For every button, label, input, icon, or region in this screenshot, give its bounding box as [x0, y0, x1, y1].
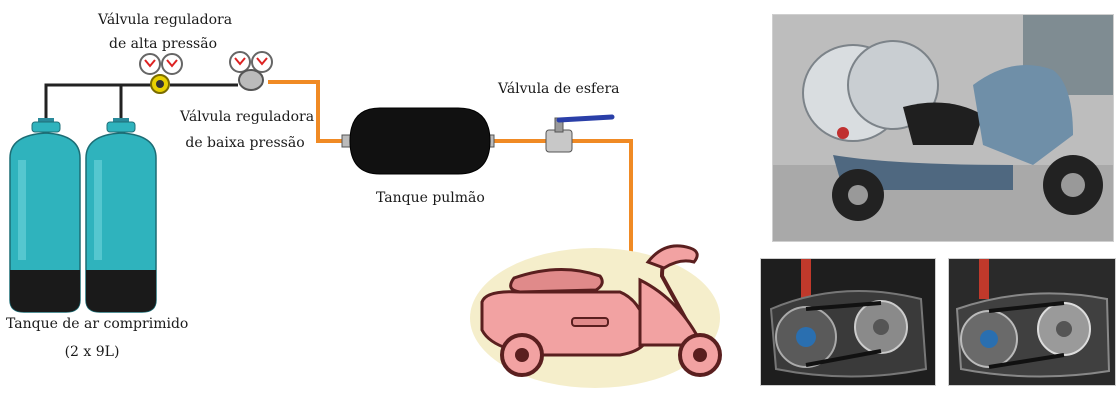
photo-image [949, 259, 1115, 385]
label-line: de alta pressão [108, 36, 218, 52]
label-line: Válvula reguladora [180, 109, 315, 125]
label-line: Tanque de ar comprimido [6, 316, 189, 332]
buffer-tank-label: Tanque pulmão [376, 190, 485, 206]
photo-scooter-with-air-tanks [772, 14, 1114, 242]
scooter-icon [470, 244, 722, 388]
ball-valve-icon [545, 114, 615, 153]
photo-image [773, 15, 1113, 241]
air-pipe-black [44, 83, 238, 123]
air-tank-label: Tanque de ar comprimido (2 x 9L) [6, 315, 189, 361]
pressure-regulator-icon [229, 51, 273, 91]
high-pressure-regulator-label: Válvula reguladora de alta pressão [98, 11, 233, 53]
ball-valve-label: Válvula de esfera [498, 81, 620, 97]
buffer-tank-icon [341, 107, 495, 175]
photo-image [761, 259, 935, 385]
pressure-regulator-icon [139, 53, 183, 94]
label-line: Válvula reguladora [98, 12, 233, 28]
label-line: (2 x 9L) [64, 344, 120, 360]
compressed-air-cylinder-icon [9, 118, 81, 313]
photo-transmission-closeup-2 [948, 258, 1116, 386]
low-pressure-regulator-label: Válvula reguladora de baixa pressão [180, 108, 315, 152]
label-line: de baixa pressão [185, 135, 305, 151]
photo-transmission-closeup-1 [760, 258, 936, 386]
compressed-air-cylinder-icon [85, 118, 157, 313]
